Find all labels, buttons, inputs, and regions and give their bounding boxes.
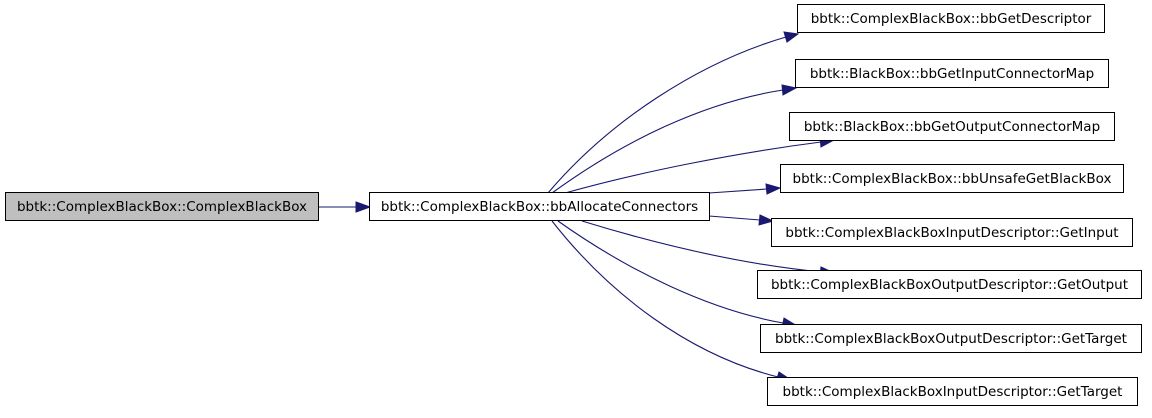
edge-to-callee-4 [708,215,761,221]
node-callee-label: bbtk::BlackBox::bbGetInputConnectorMap [809,65,1095,82]
node-callee-label: bbtk::ComplexBlackBox::bbUnsafeGetBlackB… [792,170,1112,187]
node-callee-6[interactable]: bbtk::ComplexBlackBoxOutputDescriptor::G… [760,324,1142,353]
node-callee-0[interactable]: bbtk::ComplexBlackBox::bbGetDescriptor [797,4,1105,33]
node-callee-label: bbtk::ComplexBlackBox::bbGetDescriptor [810,10,1092,27]
node-callee-5[interactable]: bbtk::ComplexBlackBoxOutputDescriptor::G… [757,270,1142,299]
node-callee-label: bbtk::ComplexBlackBoxInputDescriptor::Ge… [782,383,1123,400]
node-callee-3[interactable]: bbtk::ComplexBlackBox::bbUnsafeGetBlackB… [780,164,1124,193]
node-callee-label: bbtk::ComplexBlackBoxOutputDescriptor::G… [770,276,1129,293]
node-root-label: bbtk::ComplexBlackBox::ComplexBlackBox [16,198,308,215]
node-callee-label: bbtk::BlackBox::bbGetOutputConnectorMap [803,118,1101,135]
node-root: bbtk::ComplexBlackBox::ComplexBlackBox [5,192,319,221]
edge-to-callee-6 [557,220,784,324]
node-callee-label: bbtk::ComplexBlackBoxOutputDescriptor::G… [775,330,1127,347]
edge-to-callee-7 [551,220,779,378]
edge-to-callee-0 [547,36,787,194]
node-middle-label: bbtk::ComplexBlackBox::bbAllocateConnect… [380,198,699,215]
node-middle[interactable]: bbtk::ComplexBlackBox::bbAllocateConnect… [369,192,710,221]
node-callee-2[interactable]: bbtk::BlackBox::bbGetOutputConnectorMap [789,112,1115,141]
edge-to-callee-5 [581,220,822,273]
arrowhead-callee-1 [781,84,798,96]
node-callee-4[interactable]: bbtk::ComplexBlackBoxInputDescriptor::Ge… [771,218,1133,247]
node-callee-label: bbtk::ComplexBlackBoxInputDescriptor::Ge… [785,224,1119,241]
arrowhead-middle [355,201,372,213]
arrowhead-callee-3 [765,183,782,195]
edge-to-callee-1 [551,89,784,194]
node-callee-7[interactable]: bbtk::ComplexBlackBoxInputDescriptor::Ge… [767,377,1138,406]
arrowhead-callee-4 [758,214,775,226]
edge-to-callee-3 [708,188,768,194]
arrowhead-callee-0 [783,31,800,43]
edge-to-callee-2 [564,141,822,194]
node-callee-1[interactable]: bbtk::BlackBox::bbGetInputConnectorMap [795,59,1109,88]
